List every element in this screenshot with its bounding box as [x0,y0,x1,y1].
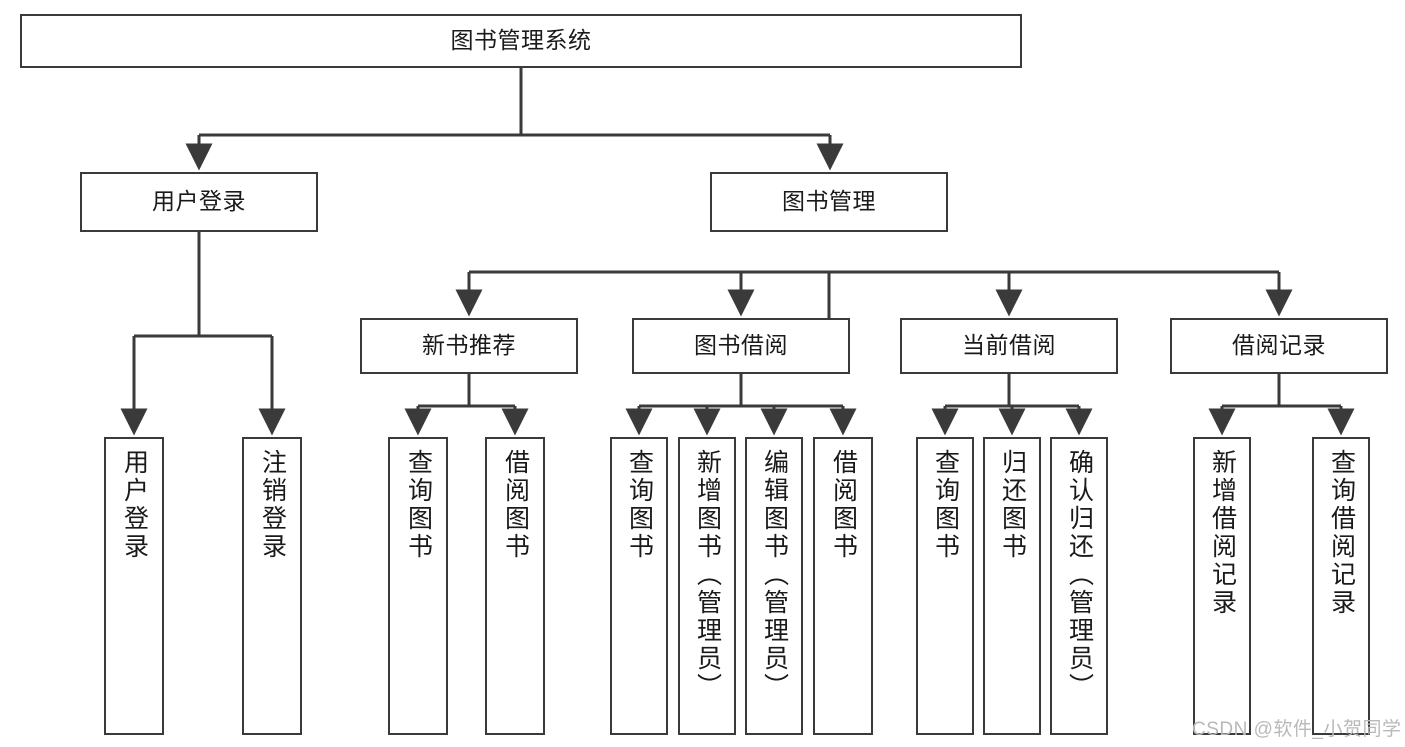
node-book-borrow[interactable]: 图书借阅 [632,318,850,374]
node-root[interactable]: 图书管理系统 [20,14,1022,68]
node-leaf-add-book-label: 新增图书（管理员） [693,449,722,701]
node-leaf-add-record-label: 新增借阅记录 [1208,449,1237,617]
node-leaf-add-book[interactable]: 新增图书（管理员） [678,437,736,735]
node-leaf-query-book-1[interactable]: 查询图书 [388,437,448,735]
node-leaf-return-book[interactable]: 归还图书 [983,437,1041,735]
node-leaf-edit-book-label: 编辑图书（管理员） [760,449,789,701]
node-leaf-query-book-3[interactable]: 查询图书 [916,437,974,735]
node-book-manage[interactable]: 图书管理 [710,172,948,232]
node-leaf-user-login[interactable]: 用户登录 [104,437,164,735]
node-user-login-label: 用户登录 [152,188,246,215]
node-new-book-recommend[interactable]: 新书推荐 [360,318,578,374]
node-leaf-query-record[interactable]: 查询借阅记录 [1312,437,1370,735]
node-leaf-add-record[interactable]: 新增借阅记录 [1193,437,1251,735]
node-leaf-logout[interactable]: 注销登录 [242,437,302,735]
node-leaf-confirm-return[interactable]: 确认归还（管理员） [1050,437,1108,735]
node-root-label: 图书管理系统 [450,27,592,54]
node-leaf-borrow-book-2[interactable]: 借阅图书 [813,437,873,735]
node-borrow-record[interactable]: 借阅记录 [1170,318,1388,374]
node-leaf-query-record-label: 查询借阅记录 [1327,449,1356,617]
node-borrow-record-label: 借阅记录 [1232,332,1326,359]
node-leaf-edit-book[interactable]: 编辑图书（管理员） [745,437,803,735]
node-leaf-borrow-book-1[interactable]: 借阅图书 [485,437,545,735]
node-current-borrow-label: 当前借阅 [962,332,1056,359]
node-leaf-confirm-return-label: 确认归还（管理员） [1065,449,1094,701]
node-leaf-borrow-book-1-label: 借阅图书 [501,449,530,561]
node-book-manage-label: 图书管理 [782,188,876,215]
node-leaf-logout-label: 注销登录 [258,449,287,561]
node-leaf-query-book-2[interactable]: 查询图书 [610,437,668,735]
edges-group [120,68,1355,436]
node-leaf-user-login-label: 用户登录 [120,449,149,561]
node-leaf-query-book-2-label: 查询图书 [625,449,654,561]
node-book-borrow-label: 图书借阅 [694,332,788,359]
node-leaf-query-book-1-label: 查询图书 [404,449,433,561]
csdn-watermark: CSDN @软件_小贺同学 [1192,719,1402,740]
node-leaf-borrow-book-2-label: 借阅图书 [829,449,858,561]
node-current-borrow[interactable]: 当前借阅 [900,318,1118,374]
node-new-book-recommend-label: 新书推荐 [422,332,516,359]
node-leaf-return-book-label: 归还图书 [998,449,1027,561]
node-leaf-query-book-3-label: 查询图书 [931,449,960,561]
node-user-login[interactable]: 用户登录 [80,172,318,232]
